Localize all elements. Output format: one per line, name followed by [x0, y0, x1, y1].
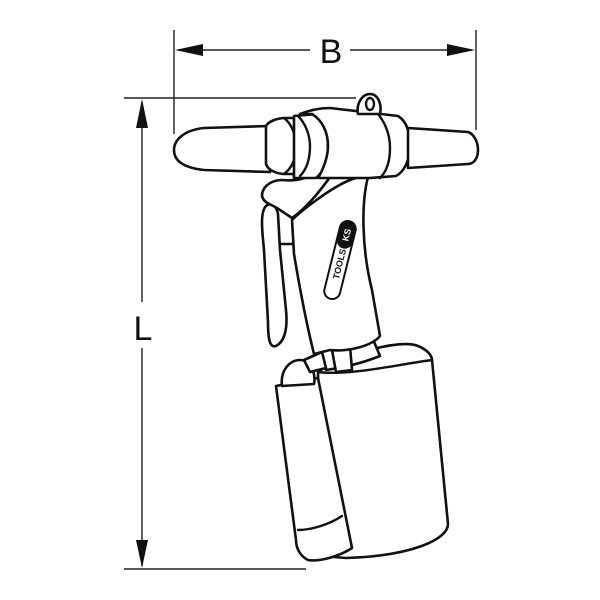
barrel-ring: [376, 112, 392, 180]
dimension-label-b: B: [320, 33, 343, 71]
dimension-l: L: [124, 97, 356, 570]
trigger-lever: [260, 202, 288, 348]
sleeve-ring-2: [296, 114, 312, 178]
dimension-label-l: L: [134, 310, 153, 348]
barrel-body: [298, 106, 412, 180]
arrowhead-left-icon: [175, 44, 203, 56]
logo-text-ks: KS: [340, 228, 353, 243]
dimension-b: B: [173, 30, 477, 134]
rivet-gun: TOOLS KS: [172, 92, 480, 562]
cylinder-top-rim: [316, 358, 434, 374]
arrowhead-right-icon: [447, 44, 475, 56]
arrowhead-up-icon: [136, 99, 148, 128]
loop-hole: [364, 96, 376, 112]
arrowhead-down-icon: [136, 540, 148, 568]
nose-piece: [172, 124, 272, 174]
hanging-loop: [356, 92, 382, 116]
side-tube-cap-line: [296, 514, 344, 532]
side-tube: [274, 376, 354, 562]
rear-cap: [406, 126, 480, 170]
ks-tools-logo: TOOLS KS: [323, 219, 357, 301]
